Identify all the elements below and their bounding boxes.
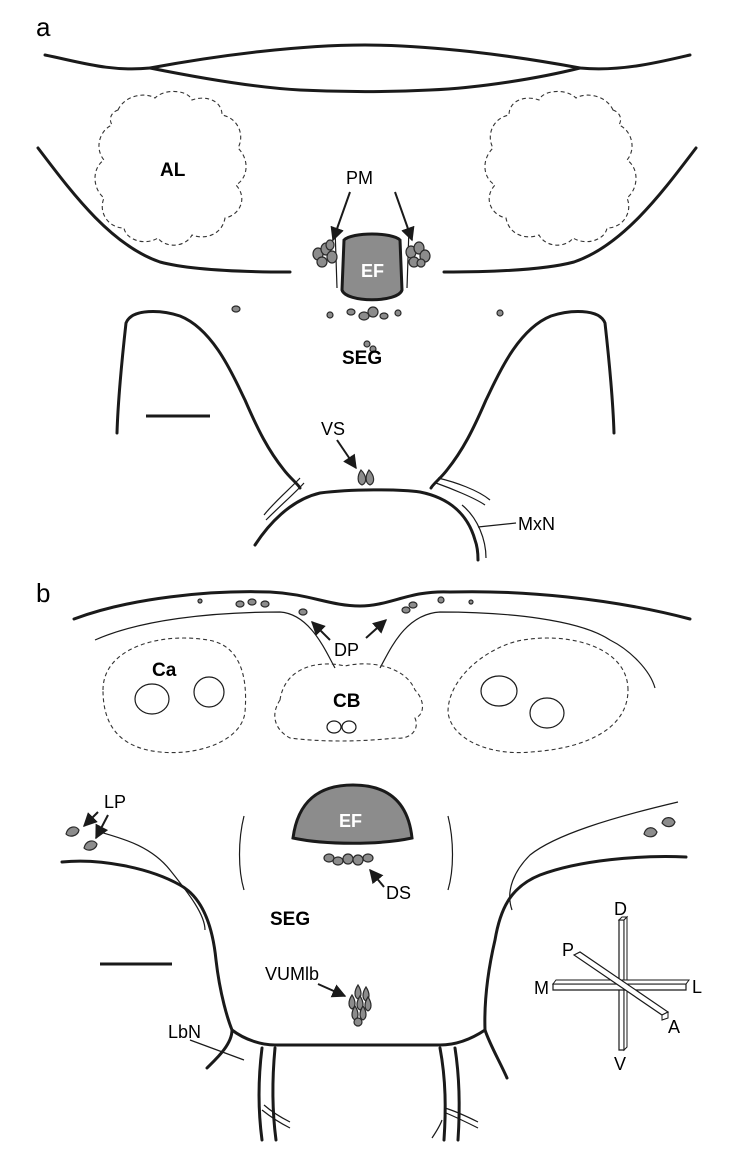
al-label: AL bbox=[160, 160, 186, 181]
lp-arrow-1 bbox=[83, 811, 99, 827]
vumlb-arrow bbox=[317, 983, 347, 998]
ds-label: DS bbox=[386, 883, 411, 903]
ef-b-left-guide bbox=[238, 815, 245, 891]
pm-left-arrow bbox=[330, 191, 351, 242]
cb-label: CB bbox=[333, 691, 360, 712]
scattered-cells-a bbox=[231, 305, 504, 353]
seg-outline-b-right bbox=[483, 855, 688, 1080]
right-calyx bbox=[447, 637, 629, 754]
ventral-arch-inner-a bbox=[461, 504, 487, 559]
lp-cells bbox=[65, 826, 98, 851]
seg-b-right-inner bbox=[509, 801, 679, 911]
dp-cells bbox=[197, 596, 474, 616]
pm-right-cells bbox=[405, 241, 431, 268]
left-antennal-lobe bbox=[94, 90, 247, 246]
seg-outline-a bbox=[115, 310, 302, 490]
vs-arrow bbox=[336, 439, 357, 470]
axis-p-label: P bbox=[562, 940, 574, 960]
vumlb-cells bbox=[348, 983, 372, 1027]
ventral-arch-a bbox=[253, 488, 480, 562]
axis-a-label: A bbox=[668, 1017, 680, 1037]
right-lateral-outline bbox=[442, 146, 698, 274]
seg-a-label: SEG bbox=[342, 348, 382, 369]
dorsal-inner-line-right bbox=[379, 611, 656, 689]
mxn-label: MxN bbox=[518, 514, 555, 534]
dorsal-inner-line-left bbox=[94, 611, 336, 669]
panel-b: b DP Ca CB bbox=[36, 578, 702, 1142]
ef-a-label: EF bbox=[361, 261, 384, 281]
pm-left-cells bbox=[312, 239, 338, 268]
brain-top-outline bbox=[43, 43, 692, 71]
vs-cells bbox=[357, 469, 375, 486]
ca-label: Ca bbox=[152, 660, 177, 681]
panel-a: a AL PM EF bbox=[36, 12, 698, 562]
lp-label: LP bbox=[104, 792, 126, 812]
right-calyx-inner-1 bbox=[480, 675, 518, 707]
pm-right-arrow bbox=[394, 191, 415, 242]
ds-cells bbox=[323, 853, 374, 866]
right-lateral-cells bbox=[643, 817, 676, 838]
cb-inner-1 bbox=[326, 720, 342, 734]
seg-b-label: SEG bbox=[270, 909, 310, 930]
dorsal-outline-b bbox=[72, 590, 692, 621]
labial-nerves bbox=[257, 1046, 479, 1142]
ef-b-label: EF bbox=[339, 811, 362, 831]
panel-a-letter: a bbox=[36, 12, 51, 42]
right-nerve-a bbox=[435, 477, 491, 506]
lp-arrow-2 bbox=[95, 814, 109, 840]
cb-inner-2 bbox=[341, 720, 357, 734]
left-lateral-outline bbox=[36, 146, 292, 274]
esophageal-foramen-b bbox=[291, 783, 414, 845]
axis-v-label: V bbox=[614, 1054, 626, 1074]
mxn-leader bbox=[477, 522, 517, 528]
pm-label: PM bbox=[346, 168, 373, 188]
dp-label: DP bbox=[334, 640, 359, 660]
ef-b-right-guide bbox=[447, 815, 454, 891]
axis-l-label: L bbox=[692, 977, 702, 997]
seg-b-ventral bbox=[230, 1028, 487, 1047]
dp-right-arrow bbox=[365, 619, 388, 639]
ds-arrow bbox=[369, 868, 385, 888]
lbn-leader bbox=[189, 1039, 245, 1061]
lp-tract bbox=[99, 831, 206, 931]
central-body bbox=[274, 663, 424, 742]
left-calyx-inner-2 bbox=[193, 676, 225, 708]
panel-b-letter: b bbox=[36, 578, 50, 608]
seg-outline-b-left bbox=[60, 859, 234, 1070]
axis-d-label: D bbox=[614, 899, 627, 919]
right-calyx-inner-2 bbox=[529, 697, 565, 729]
lbn-label: LbN bbox=[168, 1022, 201, 1042]
left-calyx bbox=[102, 637, 247, 754]
vumlb-label: VUMlb bbox=[265, 964, 319, 984]
ef-a-right-wall bbox=[406, 227, 410, 289]
dp-left-arrow bbox=[311, 621, 331, 641]
vs-label: VS bbox=[321, 419, 345, 439]
orientation-axes: D V P A M L bbox=[534, 899, 702, 1074]
esophageal-foramen-a bbox=[340, 232, 404, 302]
seg-outline-a-right bbox=[429, 310, 616, 490]
left-calyx-inner-1 bbox=[134, 683, 170, 715]
brain-top-midline bbox=[148, 66, 582, 93]
left-nerve-a bbox=[263, 477, 305, 521]
right-antennal-lobe bbox=[484, 90, 637, 246]
axis-m-label: M bbox=[534, 978, 549, 998]
